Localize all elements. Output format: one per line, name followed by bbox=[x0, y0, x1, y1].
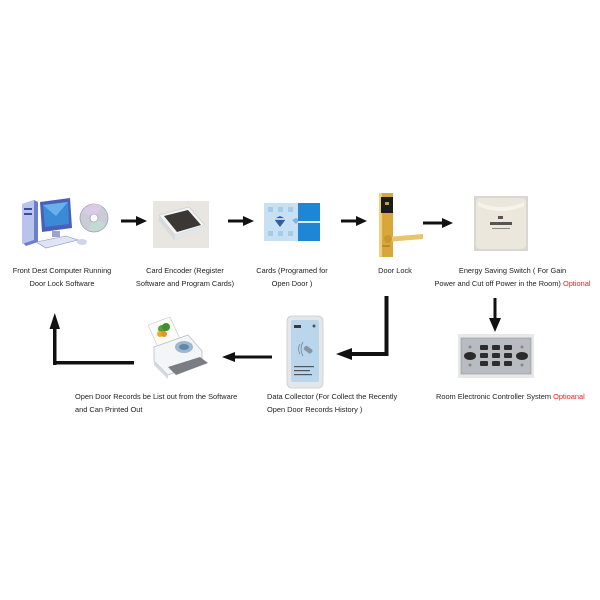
arrow-collector-to-printer bbox=[222, 352, 272, 362]
arrow-printer-to-computer bbox=[49, 313, 134, 365]
energy-saving-switch-icon bbox=[474, 196, 528, 251]
arrow-right-4 bbox=[423, 218, 453, 228]
caption-encoder-line1: Card Encoder (Register bbox=[146, 266, 224, 275]
rfid-card-icon bbox=[264, 203, 320, 241]
caption-controller: Room Electronic Controller System Optioa… bbox=[436, 390, 596, 403]
caption-collector-line2: Open Door Records History ) bbox=[267, 405, 363, 414]
caption-computer-line1: Front Dest Computer Running bbox=[12, 266, 112, 275]
caption-collector: Data Collector (For Collect the Recently… bbox=[267, 390, 417, 416]
caption-energy: Energy Saving Switch ( For Gain Power an… bbox=[425, 264, 600, 290]
caption-records-line2: and Can Printed Out bbox=[75, 405, 143, 414]
caption-doorlock-line1: Door Lock bbox=[378, 266, 412, 275]
optional-badge: Optioanal bbox=[553, 392, 585, 401]
caption-collector-line1: Data Collector (For Collect the Recently bbox=[267, 392, 398, 401]
printer-icon bbox=[147, 316, 208, 379]
caption-cards-line2: Open Door ) bbox=[271, 279, 313, 288]
caption-energy-line1: Energy Saving Switch ( For Gain bbox=[458, 266, 567, 275]
caption-encoder-line2: Software and Program Cards) bbox=[135, 279, 235, 288]
caption-records-line1: Open Door Records be List out from the S… bbox=[75, 392, 238, 401]
caption-cards: Cards (Programed for Open Door ) bbox=[252, 264, 332, 290]
caption-energy-line2-text: Power and Cut off Power in the Room) bbox=[434, 279, 561, 288]
optional-badge: Optional bbox=[562, 279, 591, 288]
card-encoder-icon bbox=[153, 201, 209, 248]
arrow-doorlock-to-collector bbox=[336, 296, 389, 360]
computer-with-cd-icon bbox=[22, 198, 109, 249]
caption-energy-line2: Power and Cut off Power in the Room) Opt… bbox=[425, 277, 600, 290]
caption-cards-line1: Cards (Programed for bbox=[256, 266, 328, 275]
room-controller-panel-icon bbox=[458, 334, 534, 378]
data-collector-icon bbox=[286, 315, 324, 389]
arrow-right-2 bbox=[228, 216, 254, 226]
arrow-right-3 bbox=[341, 216, 367, 226]
door-lock-icon bbox=[379, 193, 423, 257]
caption-records: Open Door Records be List out from the S… bbox=[75, 390, 245, 416]
caption-computer: Front Dest Computer Running Door Lock So… bbox=[8, 264, 116, 290]
caption-computer-line2: Door Lock Software bbox=[29, 279, 95, 288]
caption-controller-text: Room Electronic Controller System bbox=[436, 392, 552, 401]
arrow-right-1 bbox=[121, 216, 147, 226]
caption-doorlock: Door Lock bbox=[370, 264, 420, 277]
arrow-energy-to-controller bbox=[489, 298, 501, 332]
caption-encoder: Card Encoder (Register Software and Prog… bbox=[130, 264, 240, 290]
